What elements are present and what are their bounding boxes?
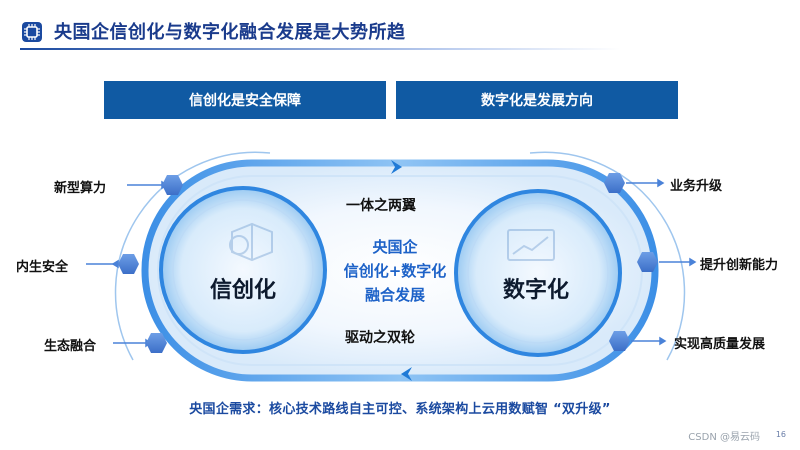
header-box-right: 数字化是发展方向 [396, 81, 678, 119]
right-item-1: 业务升级 [670, 179, 723, 194]
outer-arc-right [529, 151, 686, 361]
header-box-left: 信创化是安全保障 [104, 81, 386, 119]
left-circle [159, 186, 327, 354]
left-item-2: 内生安全 [16, 260, 69, 275]
arrow-left-icon [401, 367, 412, 381]
page-title: 央国企信创化与数字化融合发展是大势所趋 [54, 22, 406, 43]
title-underline [20, 48, 620, 50]
bottom-middle-text: 驱动之双轮 [345, 330, 415, 346]
page-number: 16 [775, 430, 786, 439]
arrow-right-icon [391, 160, 402, 174]
right-circle [454, 189, 622, 357]
center-line-3: 融合发展 [364, 286, 425, 304]
left-item-3: 生态融合 [44, 339, 97, 354]
watermark: CSDN @易云码 [688, 432, 760, 443]
hex-node-right-1 [604, 173, 625, 193]
bottom-summary: 央国企需求：核心技术路线自主可控、系统架构上云用数赋智 “双升级” [189, 402, 611, 417]
center-line-2: 信创化+数字化 [343, 262, 447, 280]
right-item-2: 提升创新能力 [700, 258, 779, 273]
right-item-3: 实现高质量发展 [674, 337, 766, 352]
chart-monitor-icon [507, 229, 555, 261]
server-cube-icon [229, 222, 273, 262]
left-item-1: 新型算力 [54, 181, 107, 196]
center-line-1: 央国企 [372, 238, 418, 256]
top-middle-text: 一体之两翼 [346, 198, 416, 214]
hex-node-right-2 [637, 252, 658, 272]
hex-node-right-3 [609, 331, 630, 351]
hex-node-left-1 [162, 175, 183, 195]
outer-arc-left [114, 151, 271, 361]
left-circle-label: 信创化 [210, 278, 277, 303]
right-circle-label: 数字化 [503, 278, 570, 303]
hex-node-left-3 [146, 333, 167, 353]
chip-icon [22, 22, 42, 42]
hex-node-left-2 [118, 254, 139, 274]
